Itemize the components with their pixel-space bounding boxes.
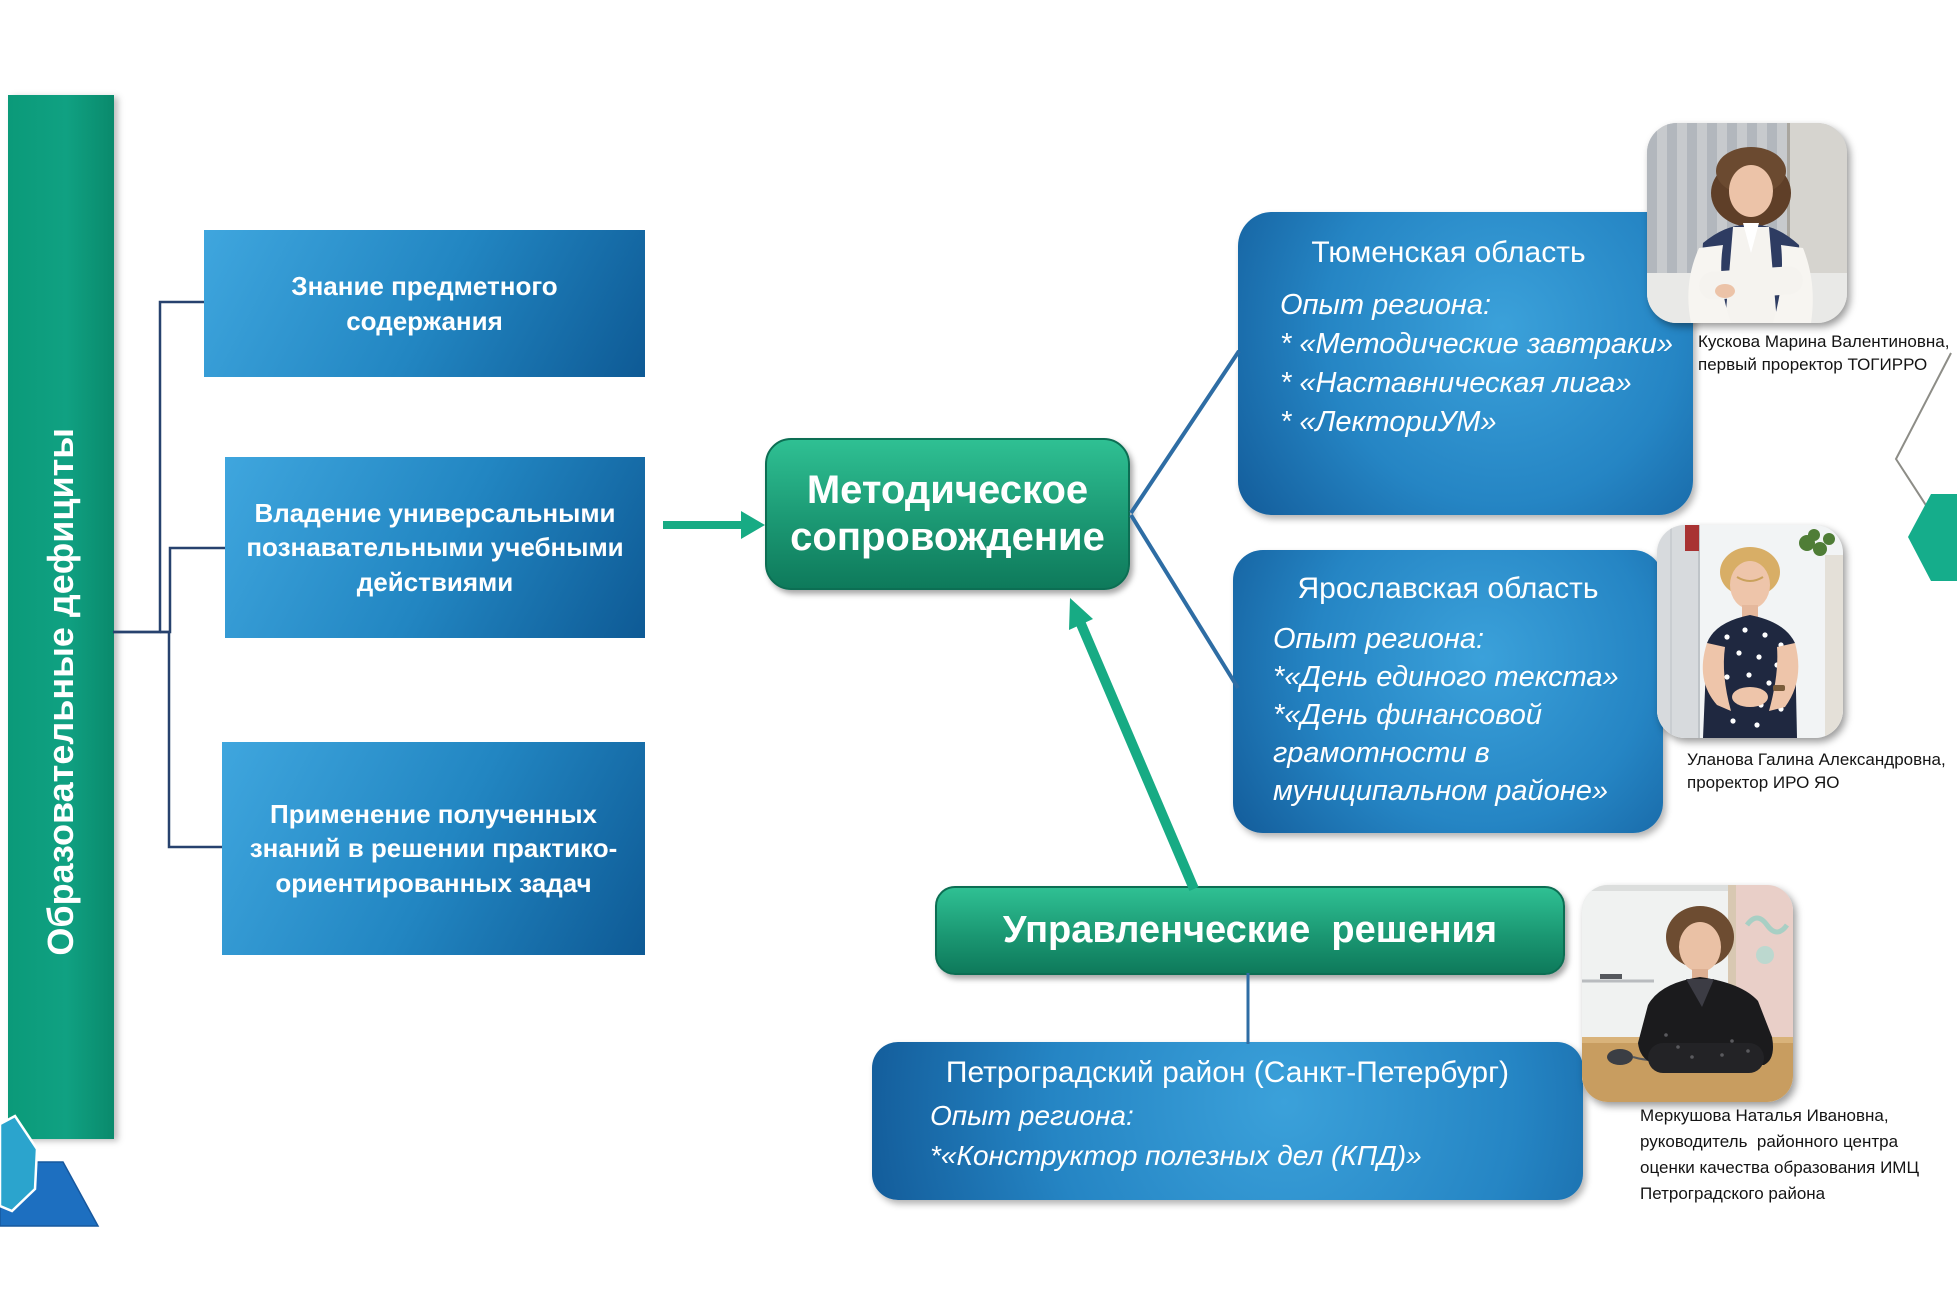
region-item: *«День единого текста» — [1273, 661, 1619, 693]
person-role: руководитель районного центра оценки кач… — [1640, 1132, 1924, 1203]
hub-methodical-support: Методическое сопровождение — [765, 438, 1130, 590]
caption-kuskova: Кускова Марина Валентиновна, первый прор… — [1698, 330, 1957, 376]
connector-bar-to-box3 — [113, 630, 222, 849]
person-role: проректор ИРО ЯО — [1687, 773, 1840, 792]
person-role: первый проректор ТОГИРРО — [1698, 355, 1928, 374]
region-title: Петроградский район (Санкт-Петербург) — [945, 1056, 1510, 1089]
person-name: Меркушова Наталья Ивановна, — [1640, 1106, 1889, 1125]
region-box-yaroslavl: Ярославская область Опыт региона: *«День… — [1233, 550, 1663, 833]
branch-to-yaroslavl — [1129, 513, 1240, 690]
ulanova-photo — [1657, 525, 1843, 738]
deficit-box-universal-actions: Владение универсальными познавательными … — [225, 457, 645, 638]
region-item: * «Методические завтраки» — [1280, 328, 1674, 360]
connector-bar-to-box2 — [160, 546, 225, 634]
vertical-title-bar: Образовательные дефициты — [8, 95, 114, 1139]
region-box-tyumen: Тюменская область Опыт региона: * «Метод… — [1238, 212, 1693, 515]
region-item: *«Конструктор полезных дел (КПД)» — [930, 1140, 1422, 1171]
kuskova-photo — [1647, 123, 1847, 323]
region-body: Опыт региона: *«День единого текста» *«Д… — [1233, 606, 1663, 810]
deficit-box-label: Знание предметного содержания — [291, 271, 558, 336]
person-name: Уланова Галина Александровна, — [1687, 750, 1946, 769]
chevron-outline-decoration — [1894, 352, 1952, 514]
merkushova-photo — [1582, 885, 1793, 1102]
branch-to-tyumen — [1129, 349, 1241, 515]
vertical-title-text: Образовательные дефициты — [40, 428, 81, 956]
blue-pentagon-decoration — [0, 1161, 100, 1227]
arrow-management-to-methodical — [1069, 598, 1199, 891]
region-intro: Опыт региона: — [930, 1100, 1134, 1131]
teal-hexagon-decoration — [1908, 494, 1957, 581]
hub-methodical-label: Методическое сопровождение — [790, 467, 1105, 559]
ulanova-photo-art — [1657, 525, 1843, 738]
region-item: * «ЛекториУМ» — [1280, 406, 1497, 438]
region-title: Ярославская область — [1297, 572, 1599, 605]
region-item: * «Наставническая лига» — [1280, 367, 1632, 399]
deficit-box-label: Владение универсальными познавательными … — [246, 498, 624, 597]
region-box-petrograd: Петроградский район (Санкт-Петербург) Оп… — [872, 1042, 1583, 1200]
merkushova-photo-art — [1582, 885, 1793, 1102]
region-title: Тюменская область — [1311, 236, 1586, 269]
deficit-box-applied-knowledge: Применение полученных знаний в решении п… — [222, 742, 645, 955]
connector-bar-to-box1 — [113, 300, 204, 634]
region-intro: Опыт региона: — [1273, 623, 1485, 655]
region-body: Опыт региона: *«Конструктор полезных дел… — [872, 1090, 1583, 1176]
person-name: Кускова Марина Валентиновна, — [1698, 332, 1950, 351]
hub-management-decisions: Управленческие решения — [935, 886, 1565, 975]
caption-ulanova: Уланова Галина Александровна, проректор … — [1687, 748, 1957, 794]
deficit-box-subject-knowledge: Знание предметного содержания — [204, 230, 645, 377]
region-body: Опыт региона: * «Методические завтраки» … — [1238, 270, 1693, 442]
hub-management-label: Управленческие решения — [1002, 909, 1498, 951]
deficit-box-label: Применение полученных знаний в решении п… — [249, 799, 618, 898]
region-intro: Опыт региона: — [1280, 289, 1492, 321]
region-item: *«День финансовой грамотности в муниципа… — [1273, 699, 1608, 807]
caption-merkushova: Меркушова Наталья Ивановна, руководитель… — [1640, 1103, 1932, 1207]
kuskova-photo-art — [1647, 123, 1847, 323]
arrow-deficits-to-methodical — [663, 511, 765, 539]
